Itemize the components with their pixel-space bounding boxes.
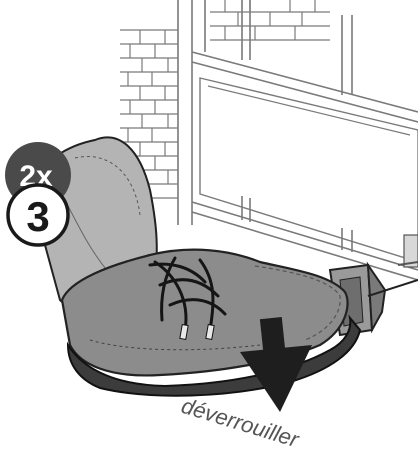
step-number-label: 3 <box>26 193 49 240</box>
shoe-icon <box>62 250 360 396</box>
building-background <box>120 0 418 280</box>
step-number-icon: 3 <box>8 185 68 245</box>
brick-wall-top <box>210 0 330 40</box>
